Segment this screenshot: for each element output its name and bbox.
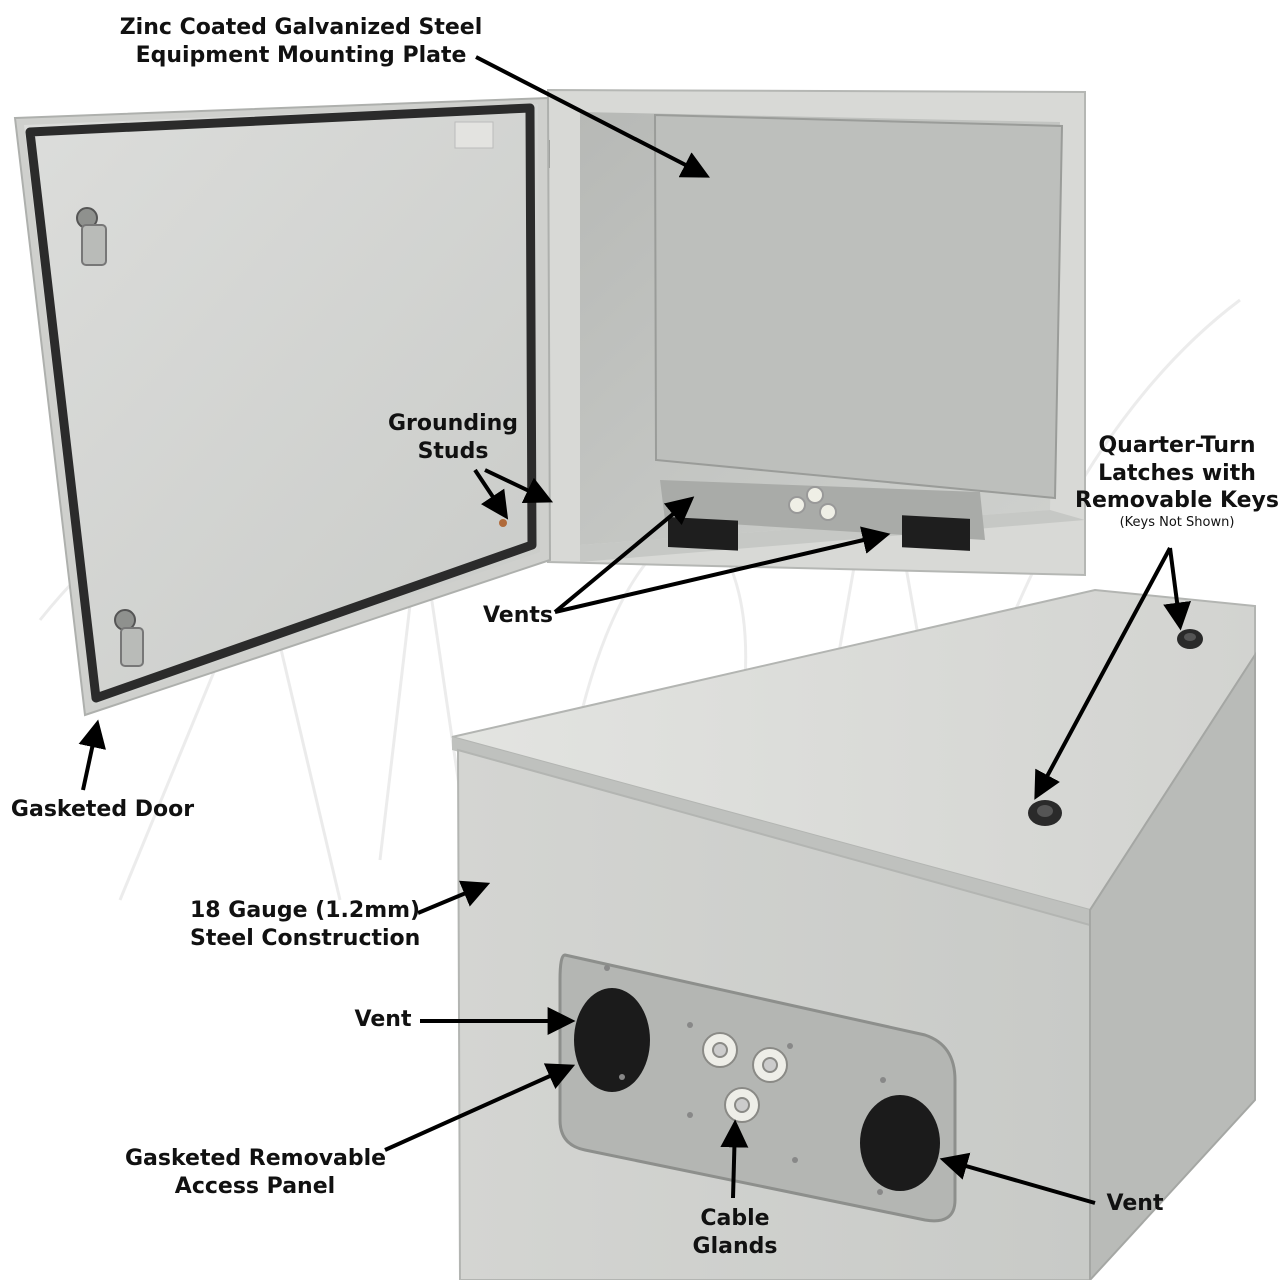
label-line: Grounding (387, 411, 519, 436)
quarter-turn-latch-front (1028, 800, 1062, 826)
label-vent-right: Vent (1106, 1191, 1164, 1216)
door-gasket (25, 103, 537, 703)
open-cabinet (540, 88, 1086, 577)
interior-vent-right (902, 515, 970, 551)
vent-left-hole (574, 988, 650, 1092)
door-latch-bottom (114, 609, 144, 667)
label-line: Removable Keys (1075, 488, 1279, 513)
label-keys-note: (Keys Not Shown) (1119, 514, 1235, 530)
label-line: Studs (417, 438, 489, 464)
label-latches: Quarter-Turn Latches with Removable Keys… (1072, 432, 1280, 531)
label-line: 18 Gauge (1.2mm) (190, 898, 421, 923)
vent-right-hole (860, 1095, 940, 1191)
label-line: Access Panel (174, 1173, 336, 1199)
label-line: Equipment Mounting Plate (135, 42, 467, 68)
label-line: Latches with (1098, 460, 1256, 486)
closed-enclosure (451, 588, 1256, 1283)
label-access-panel: Gasketed Removable Access Panel (125, 1145, 387, 1200)
label-grounding-studs: Grounding Studs (378, 410, 528, 465)
label-cable-glands: Cable Glands (685, 1205, 785, 1260)
label-steel-construction: 18 Gauge (1.2mm) Steel Construction (190, 897, 420, 952)
cable-glands-shape (702, 1032, 788, 1123)
door-latch-top (76, 207, 107, 266)
quarter-turn-latch-back (1177, 629, 1203, 649)
label-line: Quarter-Turn (1098, 433, 1256, 458)
label-line: Steel Construction (190, 925, 421, 951)
label-vent-left: Vent (354, 1007, 412, 1032)
callout-arrows (78, 55, 1191, 1205)
grounding-stud-door (499, 519, 507, 527)
label-line: Gasketed Removable (125, 1146, 387, 1171)
label-gasketed-door: Gasketed Door (10, 797, 195, 822)
interior-vent-left (668, 517, 738, 551)
label-vents: Vents (482, 603, 554, 628)
label-mounting-plate: Zinc Coated Galvanized Steel Equipment M… (116, 14, 486, 69)
label-line: Cable (700, 1206, 770, 1231)
label-line: Zinc Coated Galvanized Steel (119, 15, 483, 40)
label-line: Glands (692, 1233, 778, 1259)
access-panel (558, 953, 957, 1223)
open-door (13, 96, 552, 717)
